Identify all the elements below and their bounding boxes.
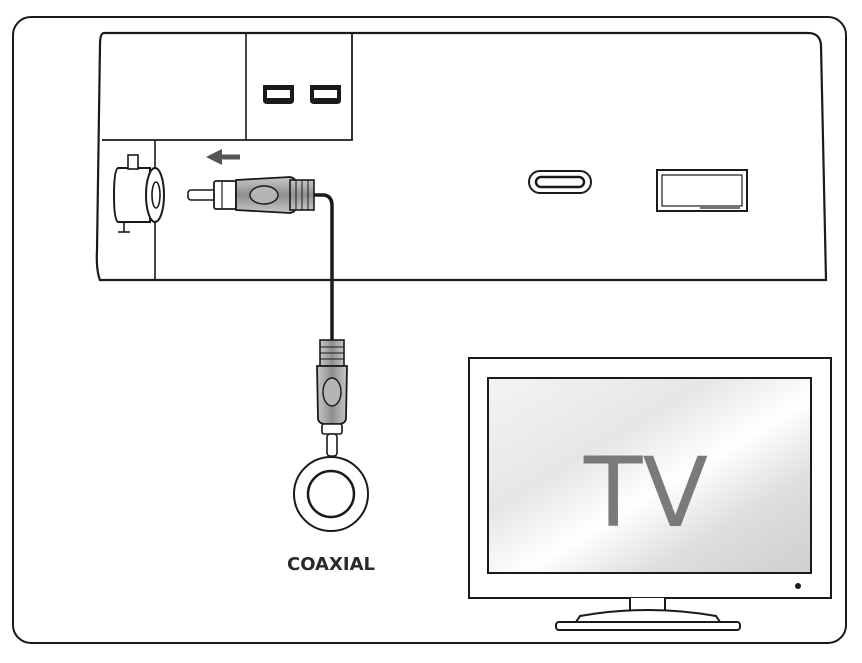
rca-plug-icon <box>187 176 315 214</box>
usb-c-port-icon <box>528 170 592 194</box>
soundbar-rear-panel <box>95 31 828 282</box>
insert-arrow-icon <box>206 149 240 165</box>
soundbar-coaxial-socket <box>112 154 165 233</box>
usb-port-icon <box>656 169 748 212</box>
hdmi-port-icon <box>263 85 294 104</box>
rca-plug-icon <box>316 339 348 457</box>
tv-icon <box>468 357 832 631</box>
tv-screen-label: TV <box>583 437 708 549</box>
coaxial-port-icon <box>293 456 369 532</box>
coaxial-cable <box>314 193 334 345</box>
coaxial-label: COAXIAL <box>287 554 375 575</box>
hdmi-port-icon <box>310 85 341 104</box>
